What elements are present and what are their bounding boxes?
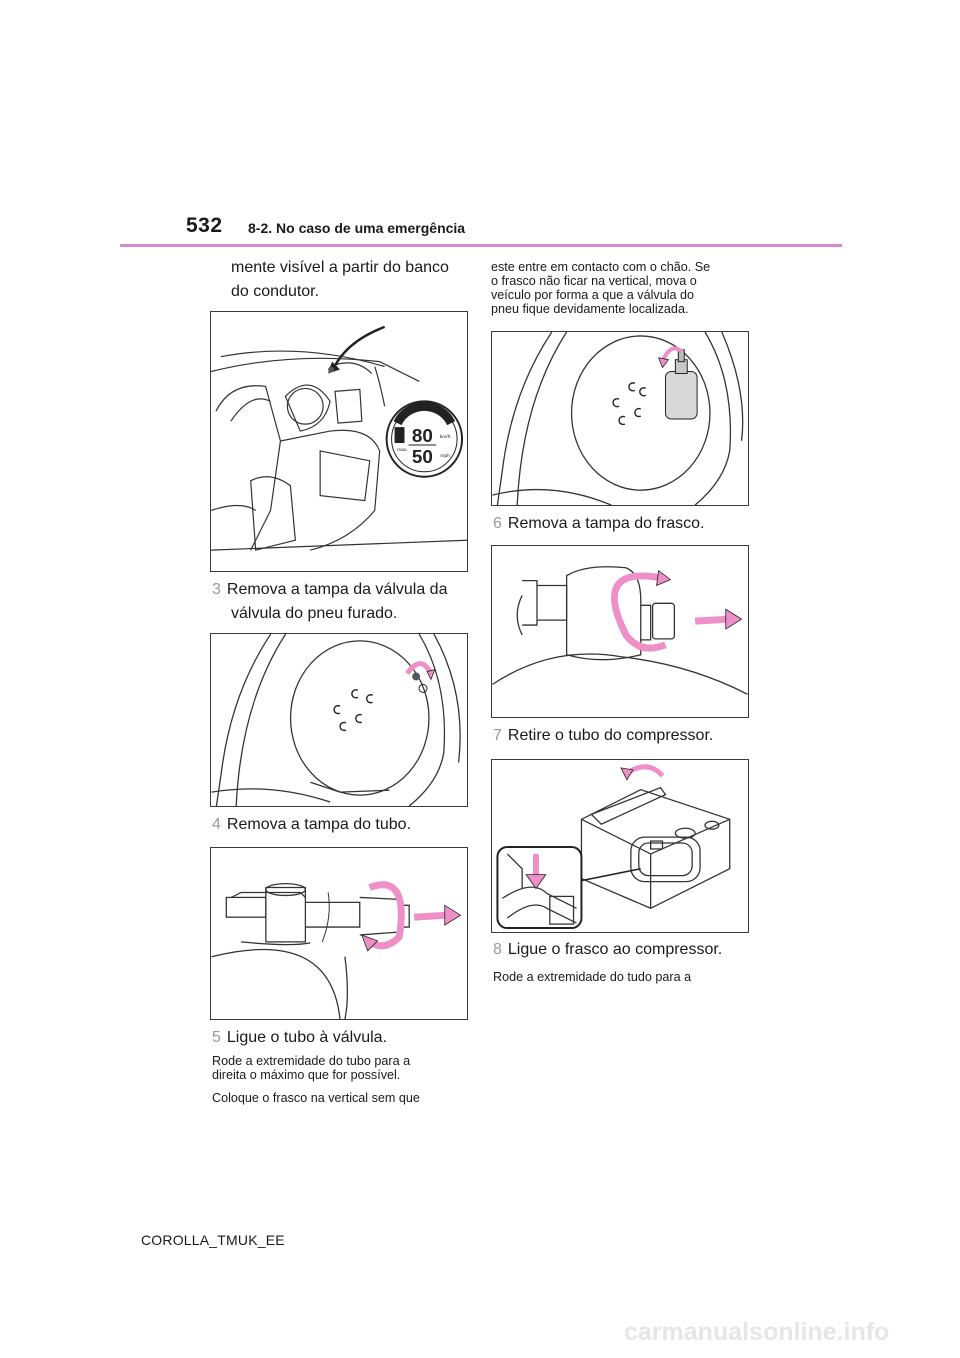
note-2: Coloque o frasco na vertical sem que <box>212 1091 420 1105</box>
speed-bottom: 50 <box>412 446 433 467</box>
text-line: veículo por forma a que a válvula do <box>491 288 695 302</box>
note-line: direita o máximo que for possível. <box>212 1068 401 1082</box>
step-number: 3 <box>212 581 221 598</box>
intro-text: mente visível a partir do banco do condu… <box>231 256 449 304</box>
figure-bottle-valve <box>491 331 749 506</box>
rotate-arrow-icon <box>627 764 665 778</box>
step-3: 3 Remova a tampa da válvula da válvula do… <box>212 578 447 626</box>
section-title: 8-2. No caso de uma emergência <box>248 220 466 236</box>
step-number: 5 <box>212 1029 221 1046</box>
unit-top: km/h <box>440 434 451 440</box>
step-6: 6 Remova a tampa do frasco. <box>493 512 704 536</box>
step-text: Remova a tampa da válvula da <box>226 581 448 598</box>
figure-bottle-cap <box>491 545 749 718</box>
lug-nuts <box>612 382 647 426</box>
step-text: Ligue o tubo à válvula. <box>226 1029 388 1046</box>
step-7: 7 Retire o tubo do compressor. <box>493 724 713 748</box>
unit-bottom: mph <box>440 453 450 459</box>
text-line: pneu fique devidamente localizada. <box>491 302 689 316</box>
step-number: 4 <box>212 816 221 833</box>
page-number: 532 <box>186 214 223 237</box>
step-number: 8 <box>493 941 502 958</box>
step-number: 6 <box>493 515 502 532</box>
text-line: o frasco não ficar na vertical, mova o <box>491 274 697 288</box>
watermark: carmanualsonline.info <box>624 1318 890 1346</box>
rotate-arrow-icon <box>611 572 667 652</box>
note-line: Rode a extremidade do tubo para a <box>212 1054 411 1068</box>
step-5: 5 Ligue o tubo à válvula. <box>212 1026 387 1050</box>
model-code: COROLLA_TMUK_EE <box>141 1232 285 1248</box>
intro-line: do condutor. <box>231 283 320 300</box>
note-1: Rode a extremidade do tubo para a direit… <box>212 1054 410 1082</box>
warning-label-icon: WARNING 80 50 km/h mph max. <box>385 400 464 478</box>
step-text: Remova a tampa do frasco. <box>507 515 705 532</box>
step-8: 8 Ligue o frasco ao compressor. <box>493 938 722 962</box>
text-line: este entre em contacto com o chão. Se <box>491 260 711 274</box>
note-3: Rode a extremidade do tudo para a <box>493 970 692 984</box>
step-text: Remova a tampa do tubo. <box>226 816 412 833</box>
continued-text: este entre em contacto com o chão. Se o … <box>491 260 710 316</box>
cabin-illustration: WARNING 80 50 km/h mph max. <box>211 325 467 551</box>
header-rule <box>120 244 842 247</box>
step-text: Ligue o frasco ao compressor. <box>507 941 723 958</box>
sealant-bottle-icon <box>664 349 698 420</box>
figure-cabin-warning-label: WARNING 80 50 km/h mph max. <box>210 311 468 572</box>
figure-hose-cap <box>210 847 468 1020</box>
pull-arrow-icon <box>413 911 447 921</box>
rotate-arrow-icon <box>367 881 405 950</box>
step-number: 7 <box>493 727 502 744</box>
inset-detail <box>496 846 583 930</box>
step-text: válvula do pneu furado. <box>231 605 398 622</box>
max-label: max. <box>397 448 408 453</box>
figure-compressor-hose <box>491 759 749 933</box>
lug-nuts <box>333 689 373 732</box>
pull-arrow-icon <box>694 615 728 625</box>
figure-valve-cap <box>210 633 468 807</box>
intro-line: mente visível a partir do banco <box>231 259 449 276</box>
step-4: 4 Remova a tampa do tubo. <box>212 813 411 837</box>
step-text: Retire o tubo do compressor. <box>507 727 714 744</box>
warning-word: WARNING <box>405 418 443 427</box>
speed-top: 80 <box>412 425 433 446</box>
